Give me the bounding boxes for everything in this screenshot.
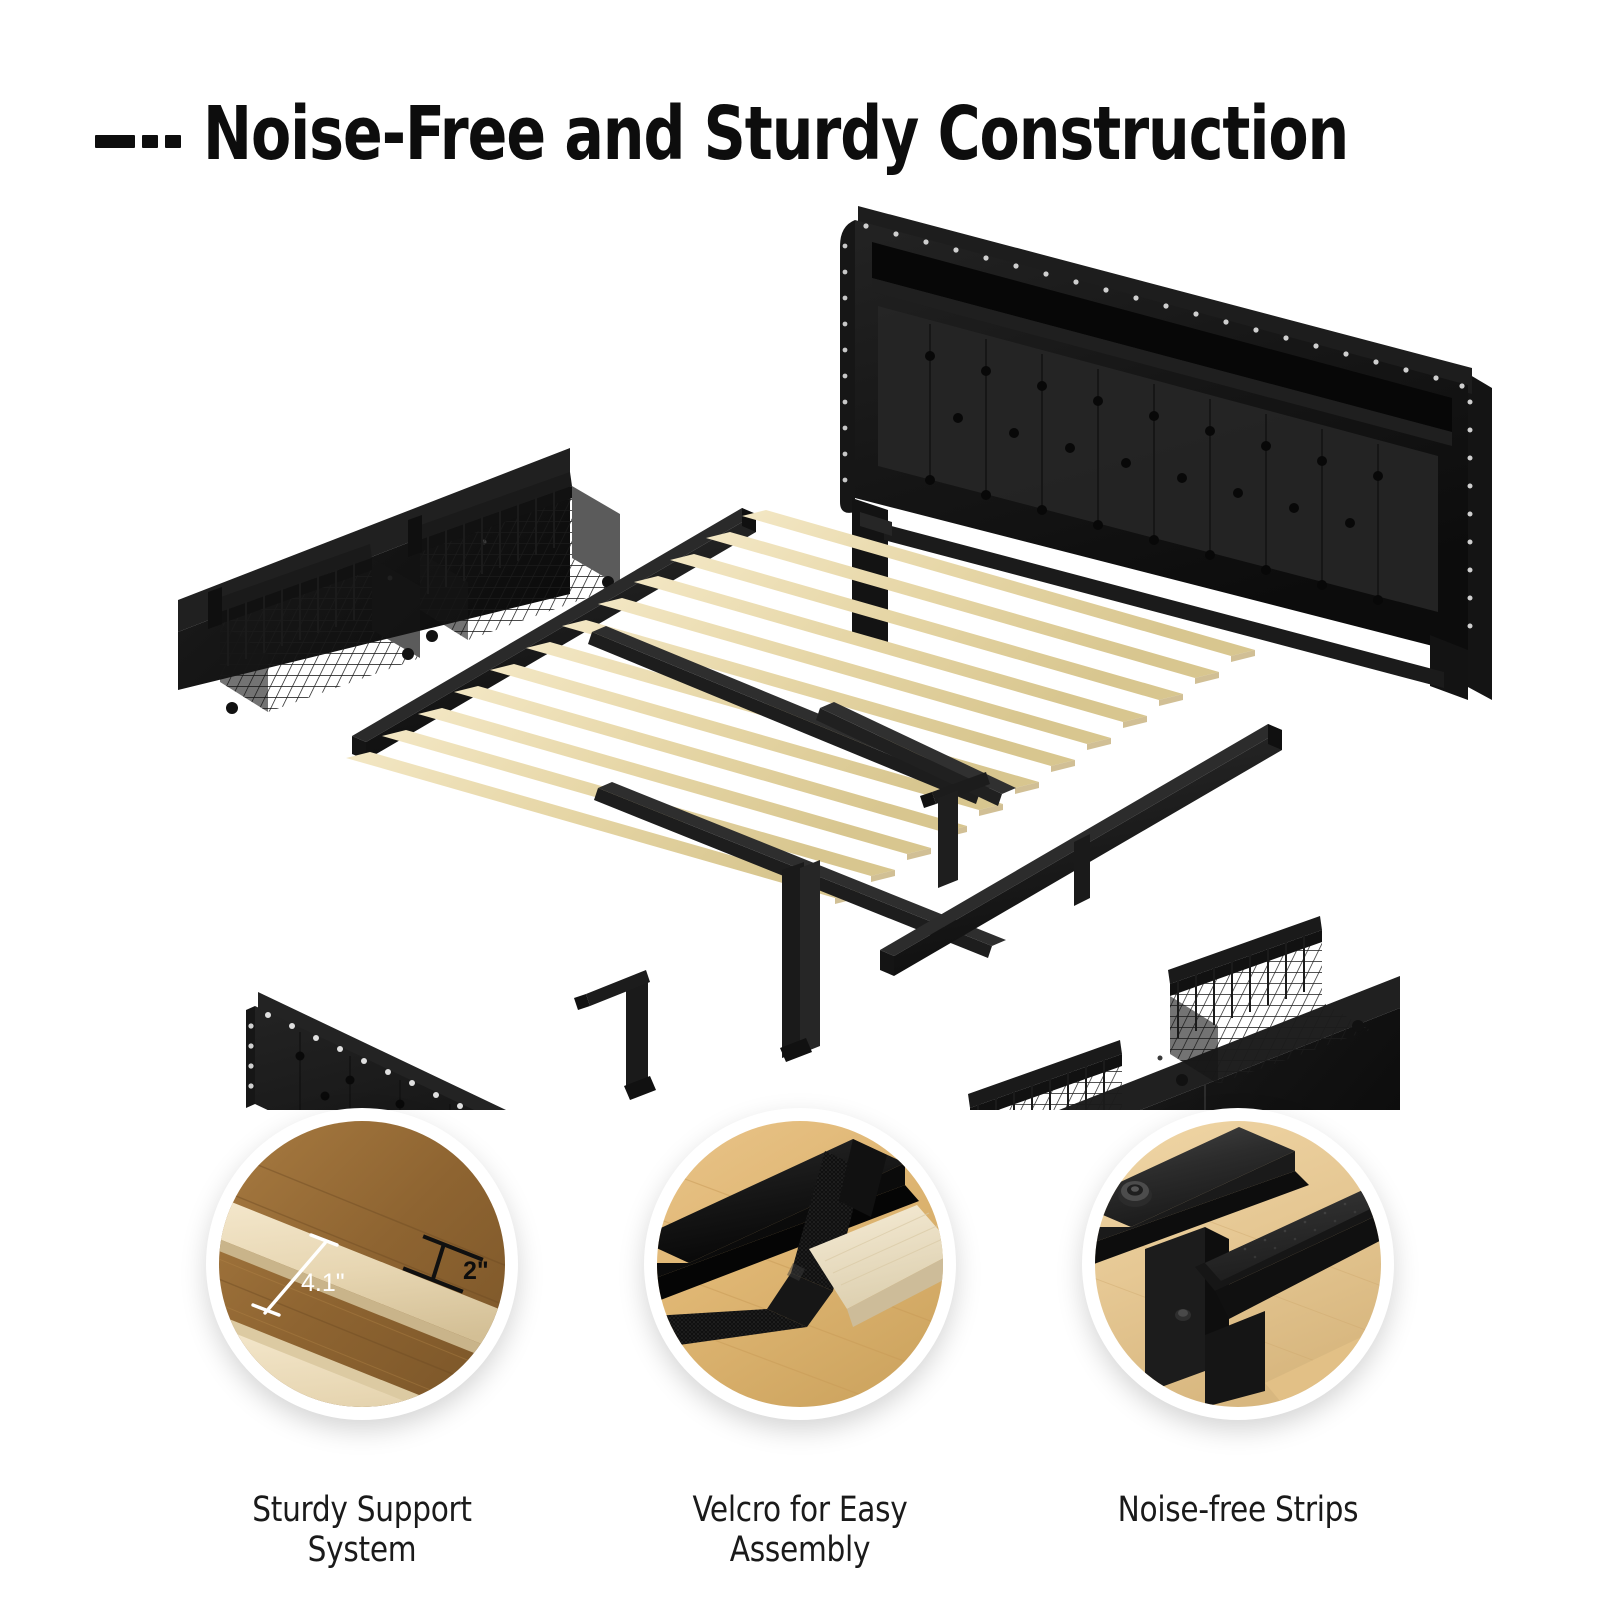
dimension-label-slat-gap: 4.1" xyxy=(301,1269,345,1297)
dash-decoration-icon xyxy=(95,134,182,148)
feature-detail-row: 4.1" 2" xyxy=(0,1108,1600,1508)
part-storage-drawer xyxy=(208,472,620,714)
dimension-label-slat-width: 2" xyxy=(463,1257,489,1285)
caption-velcro-easy-assembly: Velcro for Easy Assembly xyxy=(692,1490,908,1570)
feature-sturdy-support-system: 4.1" 2" xyxy=(202,1108,522,1508)
feature-noise-free-strips xyxy=(1078,1108,1398,1508)
feature-circle-3 xyxy=(1082,1108,1394,1420)
feature-circle-2 xyxy=(644,1108,956,1420)
feature-circle-1: 4.1" 2" xyxy=(206,1108,518,1420)
exploded-product-illustration xyxy=(0,180,1600,1110)
caption-noise-free-strips: Noise-free Strips xyxy=(1117,1490,1359,1530)
part-center-support xyxy=(574,626,1016,1100)
part-storage-drawer-right xyxy=(968,916,1370,1110)
part-metal-frame-right xyxy=(880,724,1282,976)
part-headboard xyxy=(840,206,1492,700)
feature-velcro-easy-assembly xyxy=(640,1108,960,1508)
part-footboard xyxy=(246,992,507,1110)
caption-sturdy-support-system: Sturdy Support System xyxy=(252,1490,472,1570)
feature-caption-row: Sturdy Support System Velcro for Easy As… xyxy=(0,1490,1600,1570)
page-header: Noise-Free and Sturdy Construction xyxy=(0,88,1600,180)
page-title: Noise-Free and Sturdy Construction xyxy=(203,91,1349,177)
